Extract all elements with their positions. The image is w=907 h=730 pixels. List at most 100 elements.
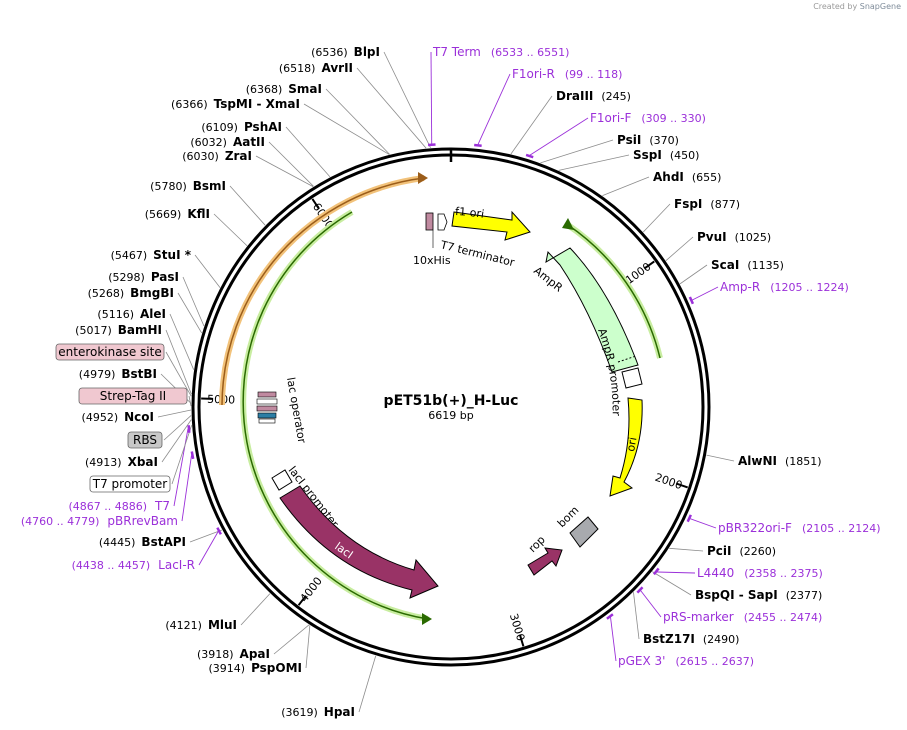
site-name: AlwNI bbox=[738, 454, 777, 468]
feature-box-label[interactable]: RBS bbox=[127, 431, 163, 449]
restriction-site[interactable]: StuI *(5467) bbox=[111, 248, 192, 262]
primer-range: (2455 .. 2474) bbox=[744, 611, 823, 624]
feature-box-leader bbox=[188, 395, 192, 407]
site-name: ApaI bbox=[240, 647, 270, 661]
restriction-site[interactable]: PvuI(1025) bbox=[697, 230, 771, 244]
primer-range: (2105 .. 2124) bbox=[802, 522, 881, 535]
restriction-site[interactable]: PasI(5298) bbox=[108, 270, 179, 284]
primer-leader bbox=[529, 117, 589, 156]
restriction-site[interactable]: BstZ17I(2490) bbox=[643, 632, 739, 646]
primer-binding-site[interactable]: Amp-R(1205 .. 1224) bbox=[688, 280, 849, 305]
restriction-site[interactable]: PciI(2260) bbox=[707, 544, 776, 558]
feature-box-leader bbox=[171, 425, 193, 485]
primer-leader bbox=[181, 455, 192, 522]
site-name: MluI bbox=[208, 618, 237, 632]
site-position: (2490) bbox=[703, 633, 740, 646]
restriction-site[interactable]: PsiI(370) bbox=[617, 133, 679, 147]
primer-binding-site[interactable]: L4440(2358 .. 2375) bbox=[652, 566, 823, 580]
site-leader bbox=[652, 571, 692, 596]
restriction-site[interactable]: ScaI(1135) bbox=[711, 258, 784, 272]
restriction-site[interactable]: BstAPI(4445) bbox=[99, 535, 186, 549]
site-leader bbox=[383, 51, 431, 148]
restriction-site[interactable]: AatII(6032) bbox=[190, 135, 265, 149]
site-position: (370) bbox=[649, 134, 679, 147]
site-leader bbox=[510, 95, 553, 155]
restriction-site[interactable]: BspQI - SapI(2377) bbox=[695, 588, 822, 602]
restriction-site[interactable]: AhdI(655) bbox=[653, 170, 721, 184]
primer-binding-site[interactable]: LacI-R(4438 .. 4457) bbox=[72, 527, 222, 572]
site-position: (5268) bbox=[88, 287, 125, 300]
site-leader bbox=[273, 624, 310, 655]
primer-binding-site[interactable]: F1ori-F (309 .. 330) bbox=[525, 111, 706, 159]
feature-box-label[interactable]: Strep-Tag II bbox=[78, 387, 188, 405]
primer-range: (309 .. 330) bbox=[641, 112, 706, 125]
restriction-site[interactable]: XbaI(4913) bbox=[85, 455, 158, 469]
restriction-site[interactable]: MluI(4121) bbox=[165, 618, 237, 632]
site-leader bbox=[165, 329, 192, 395]
ampr-promoter-arrow bbox=[621, 367, 643, 389]
primer-binding-site[interactable]: pBRrevBam(4760 .. 4779) bbox=[21, 451, 195, 528]
site-position: (3914) bbox=[208, 662, 245, 675]
snapgene-credit: Created by SnapGene bbox=[813, 2, 901, 11]
feature-box-label[interactable]: T7 promoter bbox=[89, 475, 171, 493]
primer-binding-site[interactable]: T7 Term(6533 .. 6551) bbox=[427, 45, 569, 147]
primer-binding-site[interactable]: pBR322ori-F(2105 .. 2124) bbox=[686, 514, 881, 535]
restriction-site[interactable]: BstBI(4979) bbox=[79, 367, 157, 381]
primer-name: LacI-R bbox=[158, 558, 195, 572]
site-leader bbox=[161, 419, 192, 463]
site-name: DraIII bbox=[556, 89, 593, 103]
primer-leader bbox=[657, 571, 696, 574]
site-leader bbox=[358, 655, 377, 713]
site-leader bbox=[177, 292, 203, 334]
t7-terminator-mark bbox=[437, 213, 448, 231]
laci-promoter-arrow bbox=[271, 469, 293, 491]
primer-binding-site[interactable]: T7(4867 .. 4886) bbox=[68, 425, 191, 513]
restriction-site[interactable]: AvrII(6518) bbox=[279, 61, 353, 75]
primer-range: (1205 .. 1224) bbox=[770, 281, 849, 294]
site-leader bbox=[194, 254, 221, 288]
primer-name: F1ori-F bbox=[590, 111, 631, 125]
restriction-site[interactable]: AlwNI(1851) bbox=[738, 454, 822, 468]
restriction-site[interactable]: FspI(877) bbox=[674, 197, 740, 211]
restriction-site[interactable]: DraIII(245) bbox=[556, 89, 631, 103]
lac-operator-label: lac operator bbox=[284, 376, 308, 444]
site-name: FspI bbox=[674, 197, 702, 211]
restriction-site[interactable]: BsmI(5780) bbox=[150, 179, 226, 193]
restriction-site[interactable]: BamHI(5017) bbox=[75, 323, 162, 337]
site-position: (4979) bbox=[79, 368, 116, 381]
primer-leader bbox=[692, 286, 719, 301]
feature-box-label[interactable]: enterokinase site bbox=[55, 343, 165, 361]
plasmid-length: 6619 bp bbox=[428, 409, 473, 422]
restriction-site[interactable]: SspI(450) bbox=[633, 148, 699, 162]
restriction-site[interactable]: HpaI(3619) bbox=[281, 705, 355, 719]
site-position: (1135) bbox=[747, 259, 784, 272]
feature-box-leader bbox=[165, 351, 192, 397]
restriction-site[interactable]: KflI(5669) bbox=[145, 207, 210, 221]
restriction-site[interactable]: BlpI(6536) bbox=[311, 45, 380, 59]
site-position: (6518) bbox=[279, 62, 316, 75]
restriction-site[interactable]: SmaI(6368) bbox=[246, 82, 322, 96]
site-position: (4445) bbox=[99, 536, 136, 549]
restriction-site[interactable]: NcoI(4952) bbox=[82, 410, 154, 424]
site-leader bbox=[602, 176, 650, 197]
primer-name: pBRrevBam bbox=[107, 514, 178, 528]
site-leader bbox=[643, 203, 671, 233]
restriction-site[interactable]: AleI(5116) bbox=[97, 307, 166, 321]
restriction-site[interactable]: BmgBI(5268) bbox=[88, 286, 174, 300]
restriction-site[interactable]: ZraI(6030) bbox=[182, 149, 252, 163]
restriction-site[interactable]: TspMI - XmaI(6366) bbox=[171, 97, 300, 111]
site-name: AleI bbox=[140, 307, 166, 321]
primer-binding-site[interactable]: pGEX 3'(2615 .. 2637) bbox=[606, 613, 754, 668]
site-leader bbox=[213, 213, 248, 247]
primer-binding-site[interactable]: pRS-marker(2455 .. 2474) bbox=[636, 586, 823, 624]
site-name: AhdI bbox=[653, 170, 684, 184]
primer-binding-site[interactable]: F1ori-R(99 .. 118) bbox=[474, 67, 622, 148]
restriction-site[interactable]: PshAI(6109) bbox=[201, 120, 282, 134]
insert-arc-head bbox=[418, 172, 428, 184]
restriction-site[interactable]: PspOMI(3914) bbox=[208, 661, 302, 675]
primer-name: T7 Term bbox=[432, 45, 481, 59]
ori-arrow bbox=[609, 397, 643, 497]
primer-mark bbox=[474, 143, 482, 148]
primer-mark bbox=[190, 451, 195, 460]
restriction-site[interactable]: ApaI(3918) bbox=[197, 647, 270, 661]
